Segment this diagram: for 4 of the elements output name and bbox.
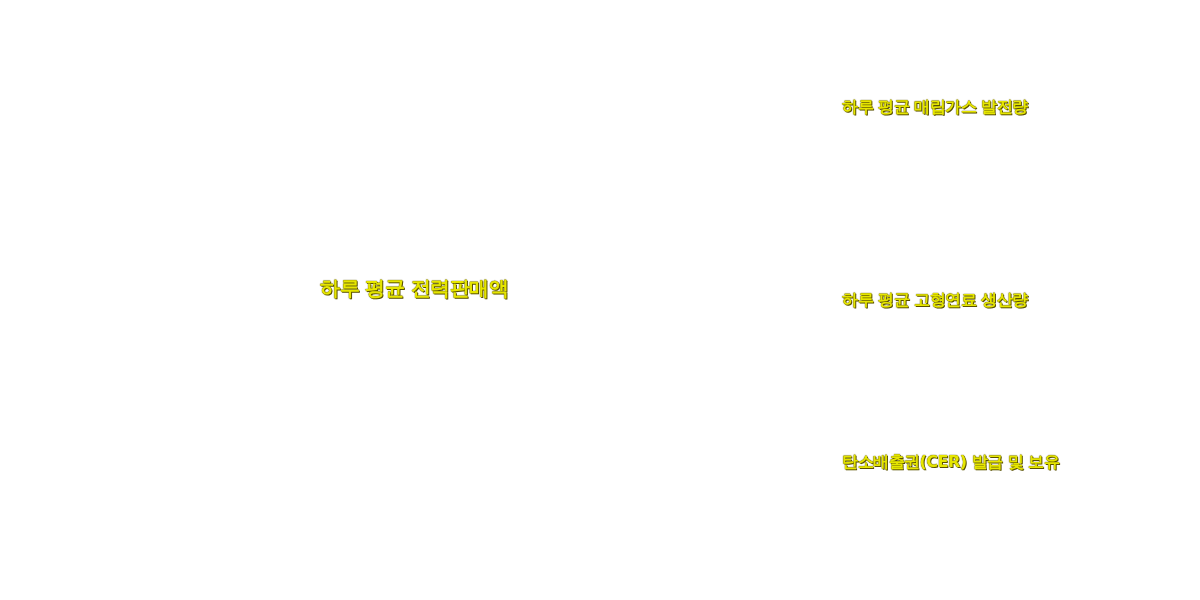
stat-label: 하루 평균 고형연료 생산량: [842, 290, 1028, 311]
stat-label: 하루 평균 전력판매액: [320, 275, 509, 302]
stat-label: 탄소배출권(CER) 발급 및 보유: [842, 452, 1060, 473]
stat-label: 하루 평균 매립가스 발전량: [842, 97, 1028, 118]
